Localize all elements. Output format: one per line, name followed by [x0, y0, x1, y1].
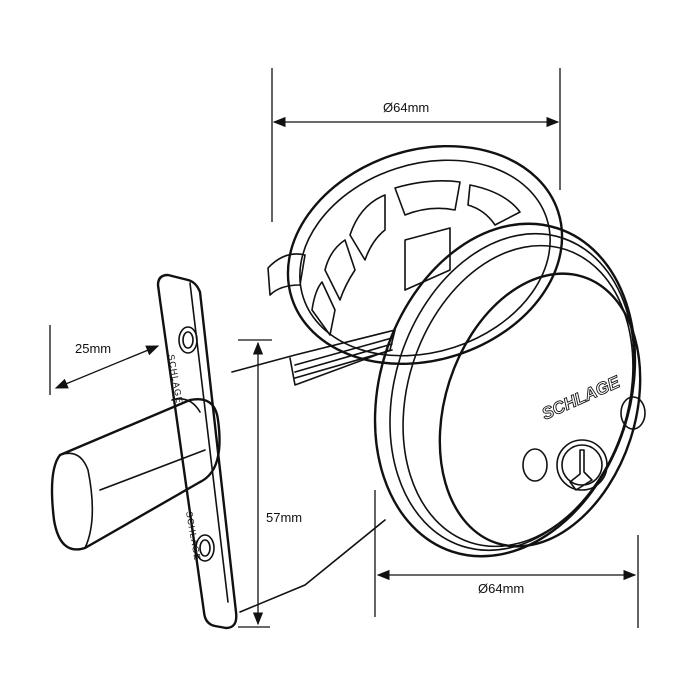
rear-rose [267, 144, 564, 366]
top-dimension-lines [271, 68, 561, 222]
front-cylinder-diameter-label: Ø64mm [478, 581, 525, 596]
front-cylinder: SCHLAGE [373, 222, 646, 558]
bottom-dimension-lines [374, 490, 639, 628]
faceplate-height-label: 57mm [266, 510, 303, 525]
faceplate: SCHLAGE SCHLAGE [156, 273, 238, 630]
bolt-throw-label: 25mm [75, 341, 112, 356]
rear-rose-diameter-label: Ø64mm [383, 100, 430, 115]
bolt-dimension-lines [49, 325, 160, 395]
front-logo: SCHLAGE [539, 372, 623, 423]
bolt [50, 398, 221, 551]
faceplate-dimension-lines [238, 339, 272, 628]
faceplate-logo-bottom: SCHLAGE [184, 511, 203, 562]
latch-housing [231, 329, 396, 613]
faceplate-logo-top: SCHLAGE [166, 354, 185, 405]
